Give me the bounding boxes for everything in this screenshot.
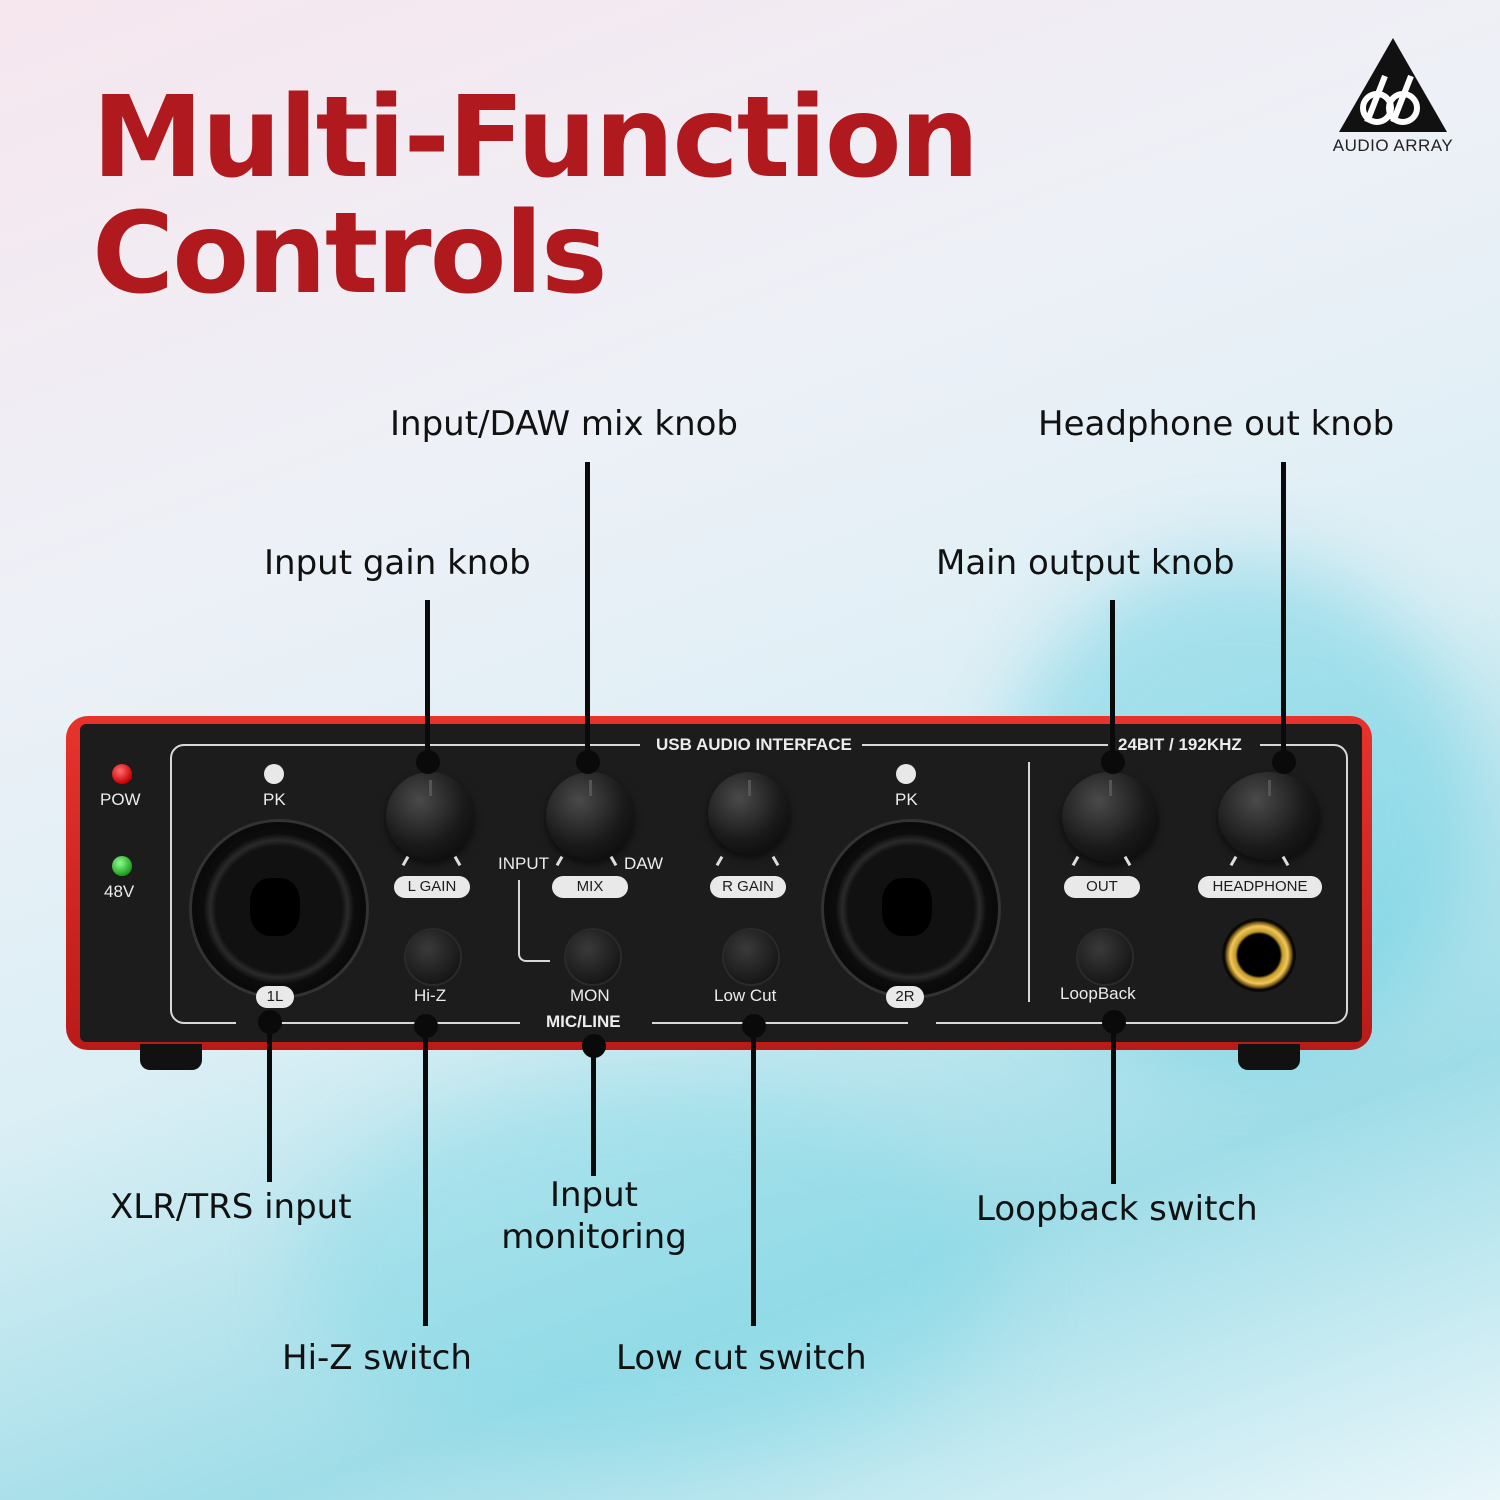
panel-header-left: USB AUDIO INTERFACE	[656, 735, 852, 754]
brand-logo: AUDIO ARRAY	[1318, 36, 1468, 156]
mic-line-label: MIC/LINE	[546, 1012, 621, 1031]
48v-led	[112, 856, 132, 876]
callout-loopback: Loopback switch	[976, 1189, 1258, 1229]
callout-hiz: Hi-Z switch	[282, 1338, 472, 1378]
panel-divider	[1028, 762, 1030, 1002]
pow-label: POW	[100, 790, 141, 809]
xlr-trs-input-2[interactable]	[824, 822, 998, 996]
low-cut-switch[interactable]	[722, 928, 780, 986]
title-line-1: Multi-Function	[92, 73, 979, 203]
loopback-label: LoopBack	[1060, 984, 1136, 1003]
brand-name: AUDIO ARRAY	[1332, 136, 1454, 155]
headphone-jack[interactable]	[1222, 918, 1296, 992]
input-label: INPUT	[498, 854, 549, 873]
panel-footer-bg	[520, 1010, 652, 1032]
connector-hole	[882, 878, 932, 936]
headphone-label: HEADPHONE	[1198, 876, 1322, 898]
hi-z-switch[interactable]	[404, 928, 462, 986]
page-title: Multi-Function Controls	[92, 73, 979, 319]
l-gain-label: L GAIN	[394, 876, 470, 898]
panel-header-bg	[1108, 734, 1260, 756]
headphone-knob[interactable]	[1218, 772, 1320, 860]
low-cut-label: Low Cut	[714, 986, 777, 1005]
mon-switch[interactable]	[564, 928, 622, 986]
mon-label: MON	[570, 986, 610, 1005]
callout-monitoring-line1: Input	[549, 1175, 639, 1215]
leader-line-out	[1110, 600, 1115, 762]
leader-line-mix	[585, 462, 590, 762]
leader-dot-headphone	[1272, 750, 1296, 774]
callout-headphone-knob: Headphone out knob	[1038, 404, 1395, 444]
device-foot	[1238, 1044, 1300, 1070]
daw-label: DAW	[624, 854, 664, 873]
leader-dot-out	[1101, 750, 1125, 774]
leader-line-hiz	[423, 1026, 428, 1326]
hi-z-label: Hi-Z	[414, 986, 447, 1005]
title-line-2: Controls	[92, 189, 608, 319]
callout-gain-knob: Input gain knob	[264, 543, 531, 583]
main-output-knob[interactable]	[1062, 772, 1158, 862]
leader-line-monitoring	[591, 1046, 596, 1176]
leader-dot-mix	[576, 750, 600, 774]
ch-1l-label: 1L	[256, 986, 294, 1008]
48v-label: 48V	[104, 882, 135, 901]
callout-xlr-input: XLR/TRS input	[110, 1187, 352, 1227]
callout-monitoring-line2: monitoring	[501, 1217, 687, 1257]
peak-label-left: PK	[263, 790, 286, 809]
mix-label: MIX	[552, 876, 628, 898]
pow-led	[112, 764, 132, 784]
panel-header-right: 24BIT / 192KHZ	[1118, 735, 1242, 754]
out-label: OUT	[1064, 876, 1140, 898]
panel-footer-bg	[908, 1010, 936, 1032]
callout-mix-knob: Input/DAW mix knob	[390, 404, 739, 444]
callout-main-out-knob: Main output knob	[936, 543, 1235, 583]
leader-line-lowcut	[751, 1026, 756, 1326]
leader-line-gain	[425, 600, 430, 762]
peak-led-right	[896, 764, 916, 784]
l-gain-knob[interactable]	[386, 772, 474, 860]
r-gain-label: R GAIN	[710, 876, 786, 898]
xlr-trs-input-1[interactable]	[192, 822, 366, 996]
loopback-switch[interactable]	[1076, 928, 1134, 986]
audio-array-logo-icon	[1339, 38, 1447, 132]
connector-hole	[250, 878, 300, 936]
mix-knob[interactable]	[546, 772, 634, 860]
panel-header-bg	[640, 734, 862, 756]
peak-label-right: PK	[895, 790, 918, 809]
peak-led-left	[264, 764, 284, 784]
callout-lowcut: Low cut switch	[616, 1338, 867, 1378]
background-glow	[300, 1080, 1000, 1460]
r-gain-knob[interactable]	[708, 772, 790, 854]
leader-line-headphone	[1281, 462, 1286, 762]
leader-dot-gain	[416, 750, 440, 774]
leader-line-loopback	[1111, 1022, 1116, 1184]
leader-line-xlr	[267, 1022, 272, 1182]
ch-2r-label: 2R	[886, 986, 924, 1008]
callout-input-monitoring: Input monitoring	[476, 1174, 712, 1258]
device-foot	[140, 1044, 202, 1070]
mon-bracket	[518, 880, 550, 962]
